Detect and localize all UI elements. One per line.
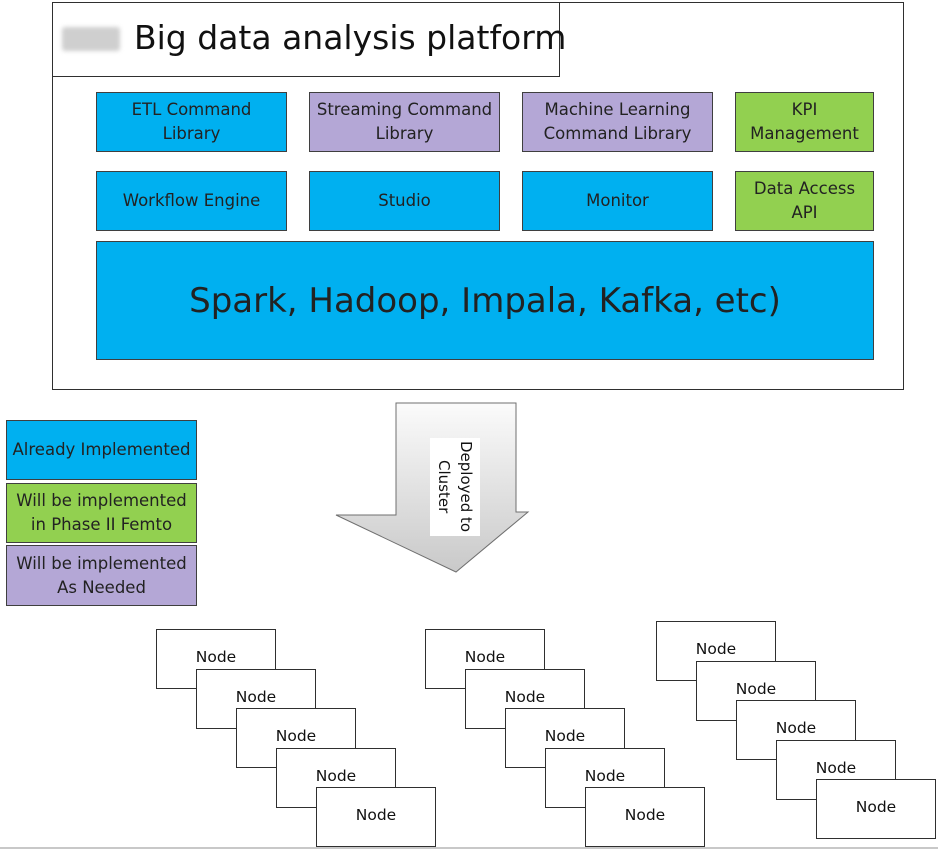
kpi-management-box: KPI Management — [735, 92, 874, 152]
cluster-node: Node — [465, 669, 585, 729]
data-access-api-box: Data Access API — [735, 171, 874, 231]
machine-learning-command-library-box: Machine Learning Command Library — [522, 92, 713, 152]
legend-already-implemented: Already Implemented — [6, 420, 197, 480]
blurred-logo — [62, 27, 120, 51]
legend-as-needed: Will be implemented As Needed — [6, 545, 197, 606]
legend-phase-2: Will be implemented in Phase II Femto — [6, 483, 197, 543]
arrow-label-line2: Cluster — [435, 460, 453, 514]
cluster-node: Node — [816, 779, 936, 839]
arrow-label-line1: Deployed to — [457, 441, 475, 533]
workflow-engine-box: Workflow Engine — [96, 171, 287, 231]
studio-box: Studio — [309, 171, 500, 231]
cluster-node: Node — [316, 787, 436, 847]
platform-title: Big data analysis platform — [134, 18, 567, 57]
streaming-command-library-box: Streaming Command Library — [309, 92, 500, 152]
arrow-label: Deployed to Cluster — [430, 438, 480, 536]
arrow-label-text: Deployed to Cluster — [433, 441, 477, 532]
monitor-box: Monitor — [522, 171, 713, 231]
title-box — [52, 2, 560, 77]
bottom-divider — [0, 847, 938, 849]
cluster-node: Node — [585, 787, 705, 847]
base-layer-box: Spark, Hadoop, Impala, Kafka, etc) — [96, 241, 874, 360]
etl-command-library-box: ETL Command Library — [96, 92, 287, 152]
